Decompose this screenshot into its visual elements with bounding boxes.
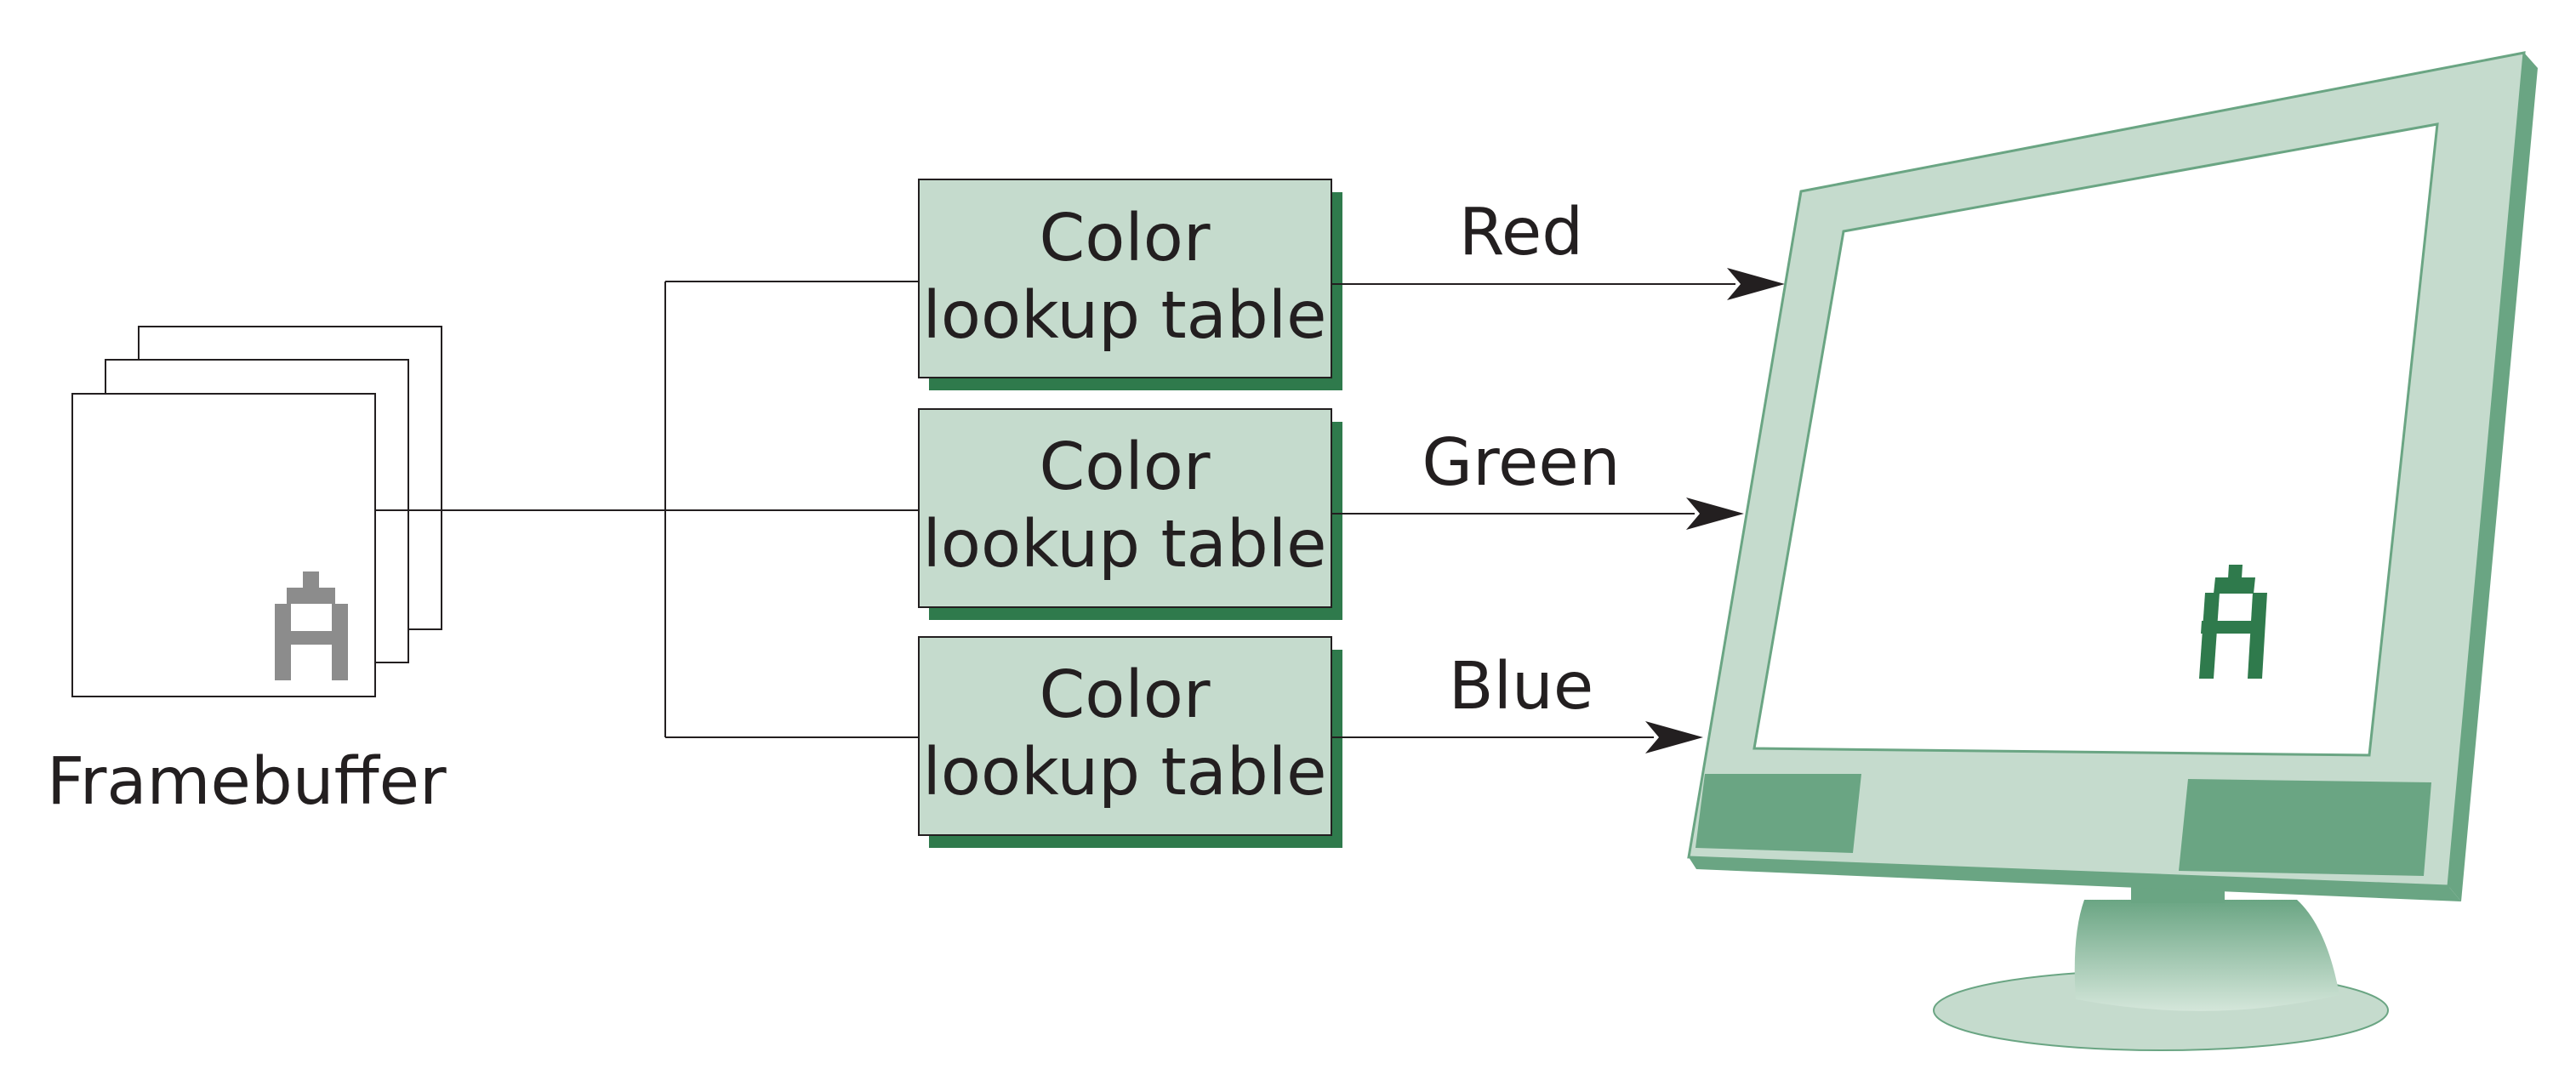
- pixel-letter-a-icon: [275, 571, 348, 680]
- monitor-stand-neck: [2074, 900, 2339, 1011]
- framebuffer-label: Framebuffer: [47, 744, 447, 820]
- channel-red: Red: [1331, 195, 1785, 300]
- channel-label: Green: [1422, 425, 1620, 501]
- channel-blue: Blue: [1331, 649, 1703, 753]
- lookup-table-line2: lookup table: [922, 735, 1326, 810]
- lookup-table-box: [918, 179, 1332, 378]
- pixel-letter-a-icon: [2199, 565, 2267, 679]
- lookup-table-blue: Color lookup table: [918, 636, 1342, 848]
- monitor-icon: [1687, 51, 2538, 1051]
- monitor-side: [2448, 53, 2538, 901]
- lookup-table-red: Color lookup table: [918, 179, 1342, 390]
- framebuffer-plane-front: [71, 393, 376, 697]
- lookup-table-line2: lookup table: [922, 507, 1326, 583]
- lookup-table-box: [918, 636, 1332, 836]
- arrow-icon: [1645, 721, 1703, 753]
- lookup-table-box: [918, 408, 1332, 608]
- monitor-bottom-edge: [1689, 857, 2461, 901]
- arrow-icon: [1727, 268, 1785, 300]
- monitor-speaker-right: [2179, 779, 2431, 876]
- framebuffer-stack: Framebuffer: [47, 326, 447, 820]
- arrow-icon: [1686, 498, 1744, 530]
- lookup-table-green: Color lookup table: [918, 408, 1342, 620]
- channel-label: Red: [1459, 195, 1583, 270]
- monitor-speaker-left: [1695, 774, 1861, 853]
- lookup-table-line1: Color: [1039, 201, 1210, 276]
- lookup-table-line1: Color: [1039, 657, 1210, 733]
- input-connectors: [375, 281, 919, 738]
- lookup-table-line2: lookup table: [922, 278, 1326, 354]
- channel-green: Green: [1331, 425, 1744, 530]
- channel-label: Blue: [1449, 649, 1593, 725]
- lookup-table-line1: Color: [1039, 429, 1210, 505]
